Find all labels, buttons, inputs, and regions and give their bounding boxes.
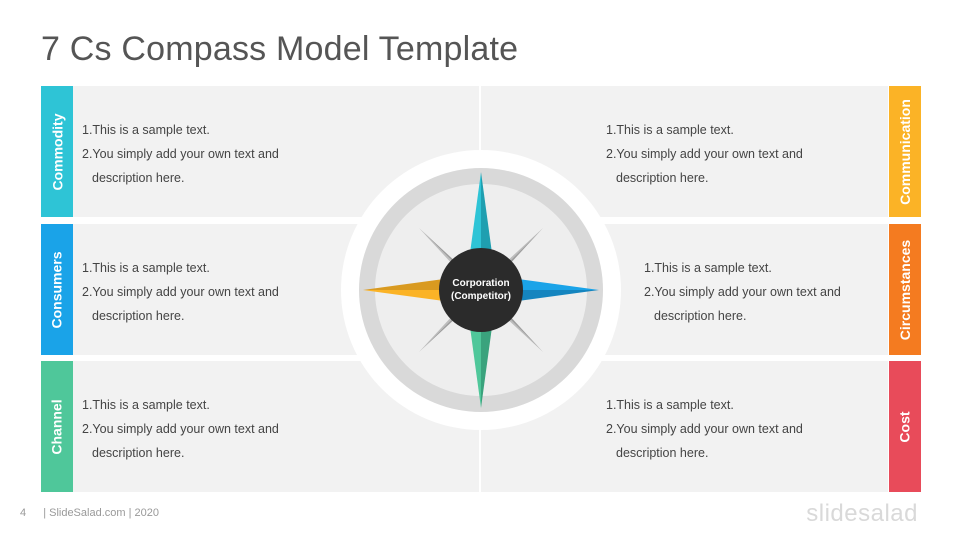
- tab-channel-label: Channel: [49, 398, 66, 455]
- tab-communication-label: Communication: [897, 98, 913, 205]
- compass-graphic: [341, 150, 621, 430]
- text-line: description here.: [654, 309, 747, 323]
- tab-circumstances-label: Circumstances: [897, 239, 914, 340]
- tab-commodity-label: Commodity: [49, 113, 65, 190]
- text-line: 2.You simply add your own text and: [606, 147, 803, 161]
- text-block-communication: 1.This is a sample text. 2.You simply ad…: [606, 118, 803, 190]
- tab-channel: Channel: [41, 361, 73, 492]
- text-line: 1.This is a sample text.: [606, 398, 734, 412]
- text-line: 1.This is a sample text.: [82, 261, 210, 275]
- footer-text: | SlideSalad.com | 2020: [43, 507, 159, 519]
- tab-communication: Communication: [889, 86, 921, 217]
- text-line: 1.This is a sample text.: [82, 123, 210, 137]
- text-line: 1.This is a sample text.: [644, 261, 772, 275]
- slide-title: 7 Cs Compass Model Template: [41, 30, 519, 68]
- text-line: 1.This is a sample text.: [606, 123, 734, 137]
- text-line: 2.You simply add your own text and: [82, 147, 279, 161]
- text-block-commodity: 1.This is a sample text. 2.You simply ad…: [82, 118, 279, 190]
- text-line: 1.This is a sample text.: [82, 398, 210, 412]
- center-label-line1: Corporation: [452, 278, 510, 289]
- text-block-cost: 1.This is a sample text. 2.You simply ad…: [606, 393, 803, 465]
- text-line: 2.You simply add your own text and: [82, 422, 279, 436]
- tab-consumers: Consumers: [41, 224, 73, 355]
- text-line: description here.: [92, 309, 185, 323]
- text-line: description here.: [92, 446, 185, 460]
- text-line: description here.: [616, 171, 709, 185]
- tab-commodity: Commodity: [41, 86, 73, 217]
- text-block-circumstances: 1.This is a sample text. 2.You simply ad…: [644, 256, 841, 328]
- text-block-consumers: 1.This is a sample text. 2.You simply ad…: [82, 256, 279, 328]
- text-line: 2.You simply add your own text and: [644, 285, 841, 299]
- tab-cost-label: Cost: [897, 410, 913, 443]
- tab-circumstances: Circumstances: [889, 224, 921, 355]
- page-number: 4: [20, 507, 27, 519]
- text-line: 2.You simply add your own text and: [82, 285, 279, 299]
- compass-center-label: Corporation (Competitor): [441, 245, 521, 335]
- text-block-channel: 1.This is a sample text. 2.You simply ad…: [82, 393, 279, 465]
- text-line: description here.: [616, 446, 709, 460]
- tab-cost: Cost: [889, 361, 921, 492]
- tab-consumers-label: Consumers: [49, 250, 65, 329]
- compass-hub: [439, 248, 523, 332]
- text-line: 2.You simply add your own text and: [606, 422, 803, 436]
- center-label-line2: (Competitor): [451, 291, 511, 302]
- text-line: description here.: [92, 171, 185, 185]
- brand-logo: slidesalad: [806, 500, 918, 527]
- footer: 4 | SlideSalad.com | 2020: [20, 507, 159, 519]
